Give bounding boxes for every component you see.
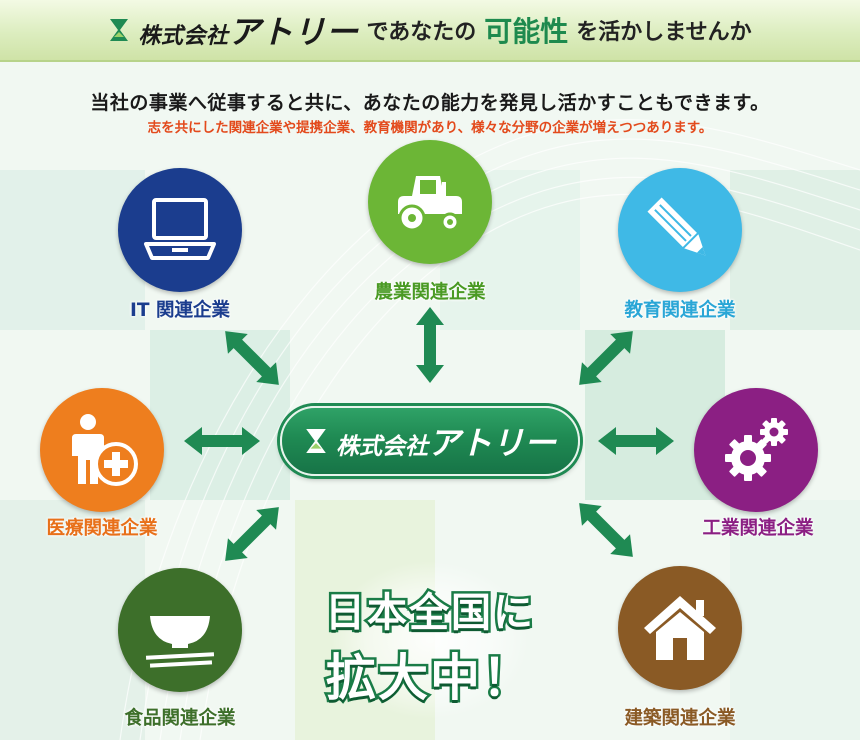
nation-expansion-text: 日本全国に 拡大中！ [300, 580, 560, 710]
person-medical-icon [72, 414, 138, 486]
label-edu: 教育関連企業 [624, 300, 736, 321]
nation-line1: 日本全国に [323, 588, 536, 639]
arrow-agri [416, 307, 444, 383]
rice-bowl-icon [145, 616, 215, 668]
center-company-badge: 株式会社アトリー [280, 406, 580, 476]
gears-icon [725, 418, 788, 481]
banner-highlight: 可能性 [484, 15, 569, 48]
banner-text-before: であなたの [366, 20, 477, 45]
hourglass-logo-icon [306, 429, 326, 453]
hourglass-logo-icon [110, 19, 129, 41]
tractor-icon [398, 176, 462, 232]
node-edu [618, 168, 742, 292]
label-agri: 農業関連企業 [374, 282, 486, 303]
label-medical: 医療関連企業 [46, 518, 158, 539]
center-company-name: 株式会社アトリー [335, 424, 556, 462]
arrow-medical [184, 427, 260, 455]
header-banner: 株式会社アトリー であなたの 可能性 を活かしませんか [0, 0, 860, 62]
intro-main-text: 当社の事業へ従事すると共に、あなたの能力を発見し活かすこともできます。 [90, 92, 770, 114]
node-industry [694, 388, 818, 512]
nation-glow [330, 560, 530, 720]
laptop-icon [144, 198, 216, 260]
nation-line2: 拡大中！ [324, 647, 535, 710]
node-food [118, 568, 242, 692]
arrow-construction [569, 493, 643, 567]
label-food: 食品関連企業 [124, 708, 236, 729]
arrow-industry [598, 427, 674, 455]
label-construction: 建築関連企業 [624, 708, 736, 729]
arrow-food [215, 497, 289, 571]
label-industry: 工業関連企業 [702, 518, 814, 539]
node-agri [368, 140, 492, 264]
banner-company-name: 株式会社アトリー [138, 13, 359, 51]
house-icon [644, 596, 716, 660]
node-medical [40, 388, 164, 512]
node-it [118, 168, 242, 292]
intro-sub-text: 志を共にした関連企業や提携企業、教育機関があり、様々な分野の企業が増えつつありま… [147, 120, 713, 136]
banner-text-after: を活かしませんか [576, 20, 752, 45]
arrow-edu [569, 321, 643, 395]
label-it: IT 関連企業 [130, 300, 230, 321]
node-construction [618, 566, 742, 690]
arrow-it [215, 321, 289, 395]
pencil-icon [647, 197, 706, 256]
